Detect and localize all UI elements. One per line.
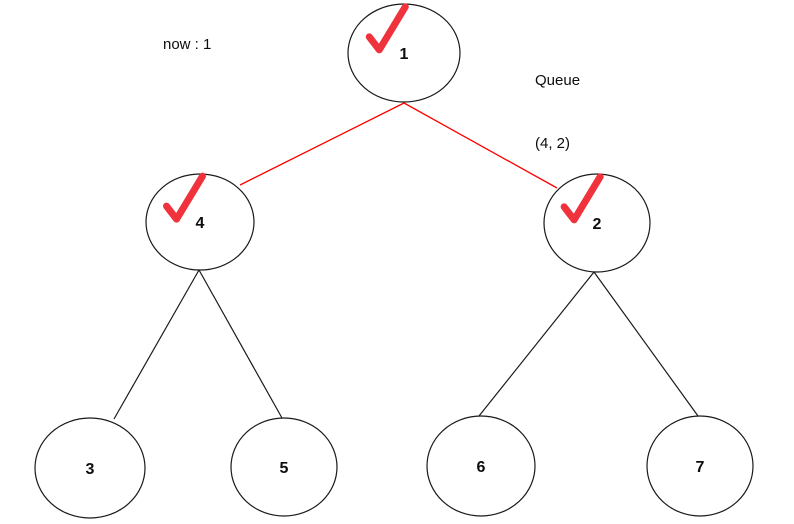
- now-label: now : 1: [163, 36, 212, 53]
- node-label: 5: [280, 460, 289, 477]
- tree-edge: [239, 102, 405, 186]
- tree-edge: [593, 271, 699, 417]
- tree-edge: [113, 269, 200, 420]
- node-circle: [426, 415, 536, 517]
- node-label: 6: [477, 459, 486, 476]
- tree-node[interactable]: 2: [543, 173, 651, 273]
- queue-label: Queue (4, 2): [535, 28, 580, 196]
- tree-node[interactable]: 7: [646, 415, 754, 517]
- node-circle: [646, 415, 754, 517]
- check-icon: [560, 173, 604, 224]
- node-label: 3: [86, 461, 95, 478]
- tree-node[interactable]: 4: [145, 172, 255, 271]
- check-icon: [163, 172, 207, 223]
- node-circle: [34, 417, 146, 519]
- node-circle: [230, 417, 338, 517]
- queue-title: Queue: [535, 72, 581, 89]
- queue-contents: (4, 2): [535, 135, 571, 152]
- tree-edge: [403, 102, 558, 189]
- node-label: 7: [696, 459, 705, 476]
- nodes-layer: 1 4 2 3 5 6 7: [34, 3, 754, 519]
- tree-edge: [198, 269, 283, 419]
- tree-node[interactable]: 1: [347, 3, 461, 103]
- check-icon: [365, 3, 409, 54]
- tree-node[interactable]: 5: [230, 417, 338, 517]
- node-label: 2: [593, 216, 602, 233]
- node-label: 1: [400, 46, 409, 63]
- tree-edge: [478, 271, 595, 417]
- node-label: 4: [196, 215, 205, 232]
- tree-node[interactable]: 3: [34, 417, 146, 519]
- tree-node[interactable]: 6: [426, 415, 536, 517]
- node-circle: [543, 173, 651, 273]
- edges-layer: [113, 102, 699, 420]
